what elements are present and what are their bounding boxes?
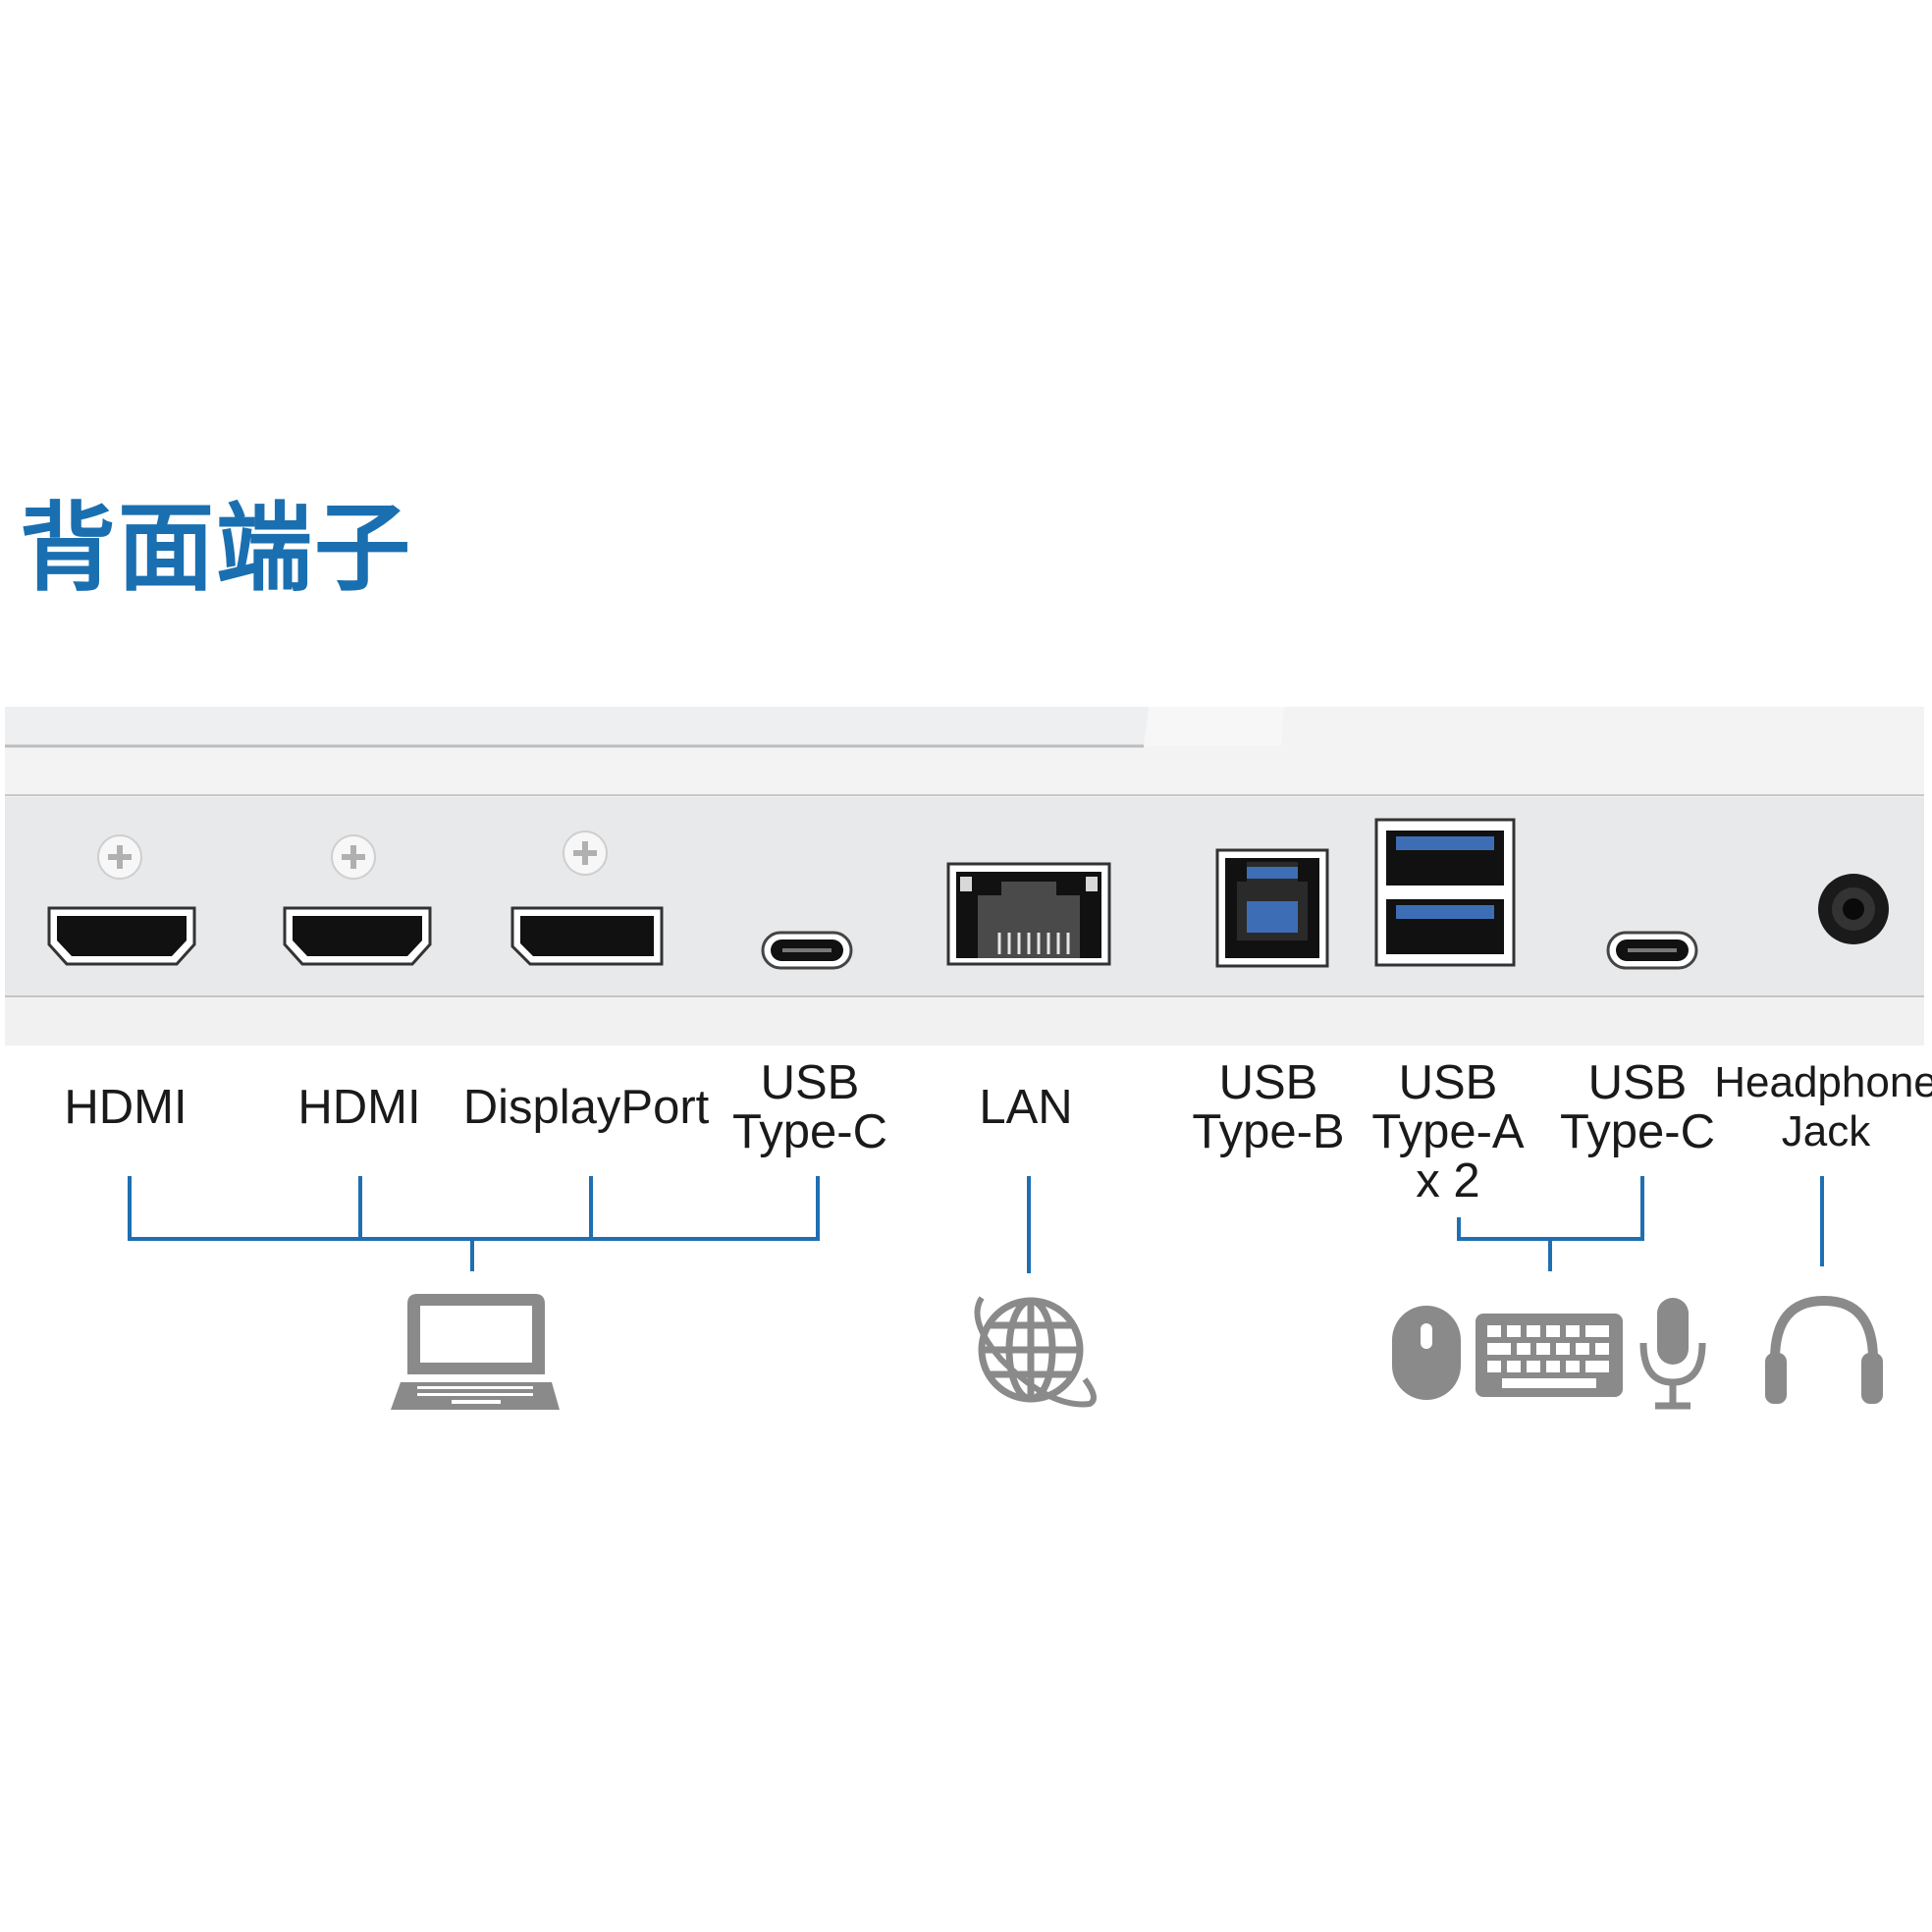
port-label-usb-type-c-left: USB Type-C [732, 1056, 887, 1158]
usb-a-dual-port [1374, 818, 1516, 967]
port-label-headphone-jack: Headphone Jack [1714, 1058, 1932, 1155]
connector-bracket [128, 1176, 1824, 1273]
port-label-hdmi-2: HDMI [297, 1081, 421, 1134]
usb-c-port [761, 931, 853, 970]
headphones-icon [1765, 1295, 1883, 1404]
port-label-displayport: DisplayPort [462, 1081, 710, 1134]
hdmi-port [283, 906, 432, 966]
keyboard-icon [1476, 1314, 1623, 1397]
globe-icon [974, 1296, 1097, 1408]
microphone-icon [1639, 1298, 1706, 1410]
screw-icon [97, 834, 142, 880]
displayport-port [510, 906, 664, 966]
mouse-icon [1392, 1306, 1461, 1400]
usb-c-port [1606, 931, 1698, 970]
laptop-icon [391, 1294, 560, 1410]
usb-b-port [1215, 848, 1329, 968]
port-label-usb-type-c-right: USB Type-C [1560, 1056, 1715, 1158]
screw-icon [331, 834, 376, 880]
screw-icon [563, 831, 608, 876]
hdmi-port [47, 906, 196, 966]
port-label-lan: LAN [979, 1081, 1073, 1134]
port-label-usb-type-b: USB Type-B [1192, 1056, 1345, 1158]
page-title: 背面端子 [20, 493, 413, 605]
port-label-usb-type-a: USB Type-A x 2 [1371, 1056, 1525, 1208]
port-label-hdmi-1: HDMI [64, 1081, 188, 1134]
audio-jack [1818, 874, 1889, 944]
rj45-port [946, 862, 1111, 966]
